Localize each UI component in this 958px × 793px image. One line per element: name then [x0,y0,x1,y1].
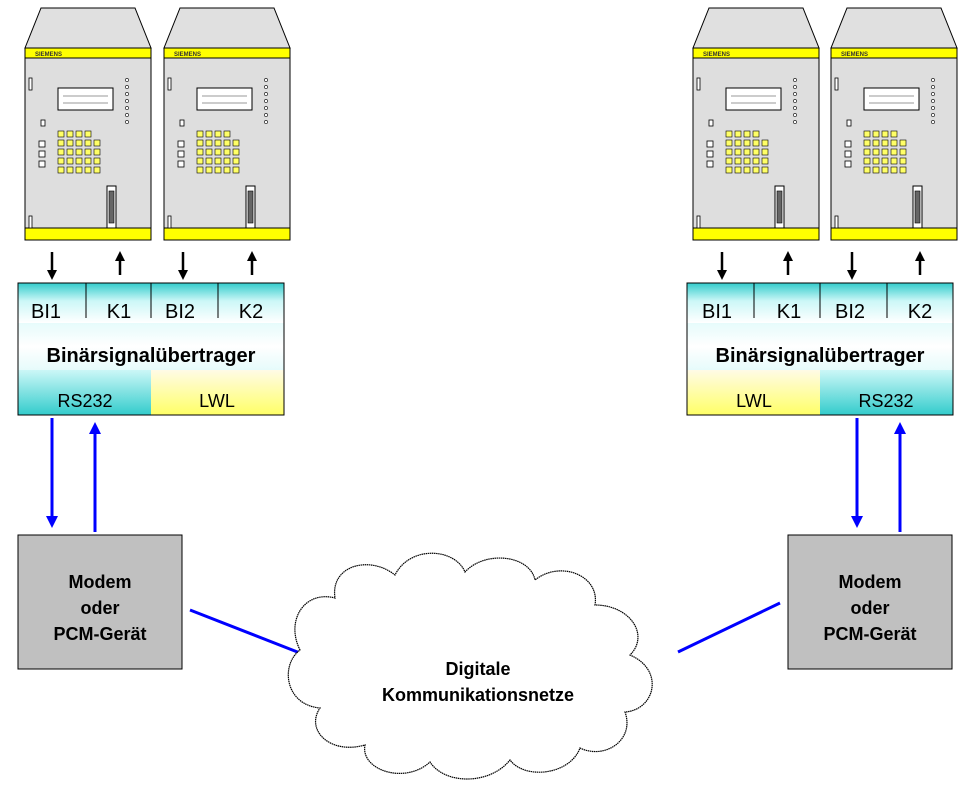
port-rs232: RS232 [858,391,913,411]
cell-bi2: BI2 [835,301,865,323]
left-station: BI1 K1 BI2 K2 Binärsignalübertrager RS23… [17,7,301,670]
modem-line-3: PCM-Gerät [823,624,916,644]
transceiver-title: Binärsignalübertrager [716,345,925,367]
modem-line-2: oder [80,598,119,618]
modem-line-1: Modem [69,572,132,592]
protection-relay-device-3 [692,7,820,241]
protection-relay-device-4 [830,7,958,241]
network-link-left [189,608,301,655]
port-lwl: LWL [736,391,772,411]
cell-k2: K2 [908,301,932,323]
signal-arrows-left [47,251,257,280]
signal-arrows-right [717,251,925,280]
cell-bi2: BI2 [165,301,195,323]
transceiver-title: Binärsignalübertrager [47,345,256,367]
protection-relay-device-1 [24,7,152,241]
protection-relay-device-2 [163,7,291,241]
network-cloud: Digitale Kommunikationsnetze [287,552,653,780]
cloud-label-line-2: Kommunikationsnetze [382,685,574,705]
cell-k1: K1 [107,301,131,323]
rs232-link-right [851,418,906,532]
modem-left: Modem oder PCM-Gerät [17,534,183,670]
cell-bi1: BI1 [31,301,61,323]
cell-k1: K1 [777,301,801,323]
port-lwl: LWL [199,391,235,411]
modem-right: Modem oder PCM-Gerät [787,534,953,670]
modem-line-2: oder [850,598,889,618]
modem-line-1: Modem [839,572,902,592]
modem-line-3: PCM-Gerät [53,624,146,644]
right-station: BI1 K1 BI2 K2 Binärsignalübertrager LWL … [677,7,958,670]
cell-bi1: BI1 [702,301,732,323]
binary-signal-transceiver-right: BI1 K1 BI2 K2 Binärsignalübertrager LWL … [686,282,954,416]
binary-signal-transceiver-left: BI1 K1 BI2 K2 Binärsignalübertrager RS23… [17,282,285,416]
cell-k2: K2 [239,301,263,323]
network-link-right [677,601,781,654]
cloud-label-line-1: Digitale [445,659,510,679]
port-rs232: RS232 [57,391,112,411]
rs232-link-left [46,418,101,532]
